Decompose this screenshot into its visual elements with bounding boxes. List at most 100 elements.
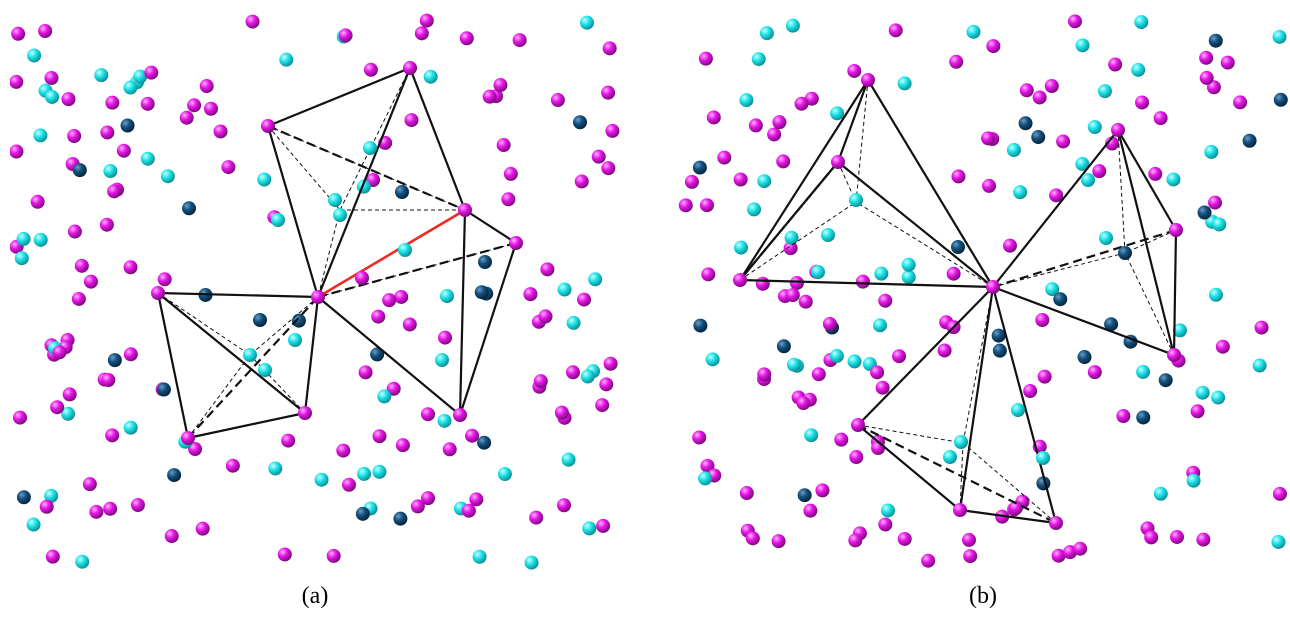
magenta-atom — [403, 61, 417, 75]
magenta-atom — [277, 547, 292, 562]
navy-atom — [1158, 373, 1173, 388]
cyan-atom — [1097, 84, 1112, 99]
magenta-atom — [706, 110, 721, 125]
cyan-atom — [873, 318, 888, 333]
magenta-atom — [82, 477, 97, 492]
magenta-atom — [39, 499, 54, 514]
magenta-atom — [181, 431, 195, 445]
magenta-atom — [363, 62, 378, 77]
cyan-atom — [943, 450, 957, 464]
cyan-atom — [1208, 287, 1223, 302]
magenta-atom — [496, 138, 511, 153]
magenta-atom — [811, 367, 826, 382]
magenta-atom — [188, 442, 203, 457]
cyan-atom — [435, 353, 449, 367]
magenta-atom — [371, 309, 386, 324]
cyan-atom — [849, 193, 863, 207]
magenta-atom — [540, 262, 555, 277]
navy-atom — [1104, 317, 1119, 332]
magenta-atom — [855, 274, 870, 289]
cyan-atom — [103, 164, 118, 179]
solid-edge — [992, 129, 1119, 288]
magenta-atom — [105, 428, 120, 443]
panel-b-svg — [678, 14, 1288, 568]
cyan-atom — [786, 357, 801, 372]
cyan-atom — [1172, 323, 1187, 338]
solid-edge — [739, 79, 869, 281]
magenta-atom — [822, 316, 837, 331]
magenta-atom — [1169, 223, 1183, 237]
magenta-atom — [67, 224, 82, 239]
magenta-atom — [878, 517, 893, 532]
cyan-atom — [874, 266, 889, 281]
magenta-atom — [493, 78, 508, 93]
cyan-atom — [847, 354, 862, 369]
cyan-atom — [580, 15, 595, 30]
magenta-atom — [776, 154, 791, 169]
magenta-atom — [311, 290, 325, 304]
solid-edge — [157, 292, 306, 414]
cyan-atom — [268, 461, 283, 476]
magenta-atom — [1144, 530, 1159, 545]
magenta-atom — [89, 504, 104, 519]
solid-edge — [867, 79, 994, 288]
magenta-atom — [1023, 384, 1038, 399]
cyan-atom — [1204, 144, 1219, 159]
cyan-atom — [1195, 385, 1210, 400]
navy-atom — [355, 506, 370, 521]
cyan-atom — [123, 420, 138, 435]
magenta-atom — [45, 549, 60, 564]
magenta-atom — [565, 365, 580, 380]
inner-bond-line — [317, 209, 341, 298]
navy-atom — [693, 318, 708, 333]
cyan-atom — [751, 52, 766, 67]
magenta-atom — [71, 291, 86, 306]
navy-atom — [776, 339, 791, 354]
cyan-atom — [784, 230, 799, 245]
cyan-atom — [363, 141, 377, 155]
cyan-atom — [733, 240, 748, 255]
magenta-atom — [341, 477, 356, 492]
magenta-atom — [74, 258, 89, 273]
cyan-atom — [1272, 29, 1287, 44]
magenta-atom — [461, 503, 476, 518]
solid-edge — [303, 296, 320, 414]
magenta-atom — [937, 343, 952, 358]
navy-atom — [107, 353, 122, 368]
solid-edge — [1117, 129, 1177, 231]
magenta-atom — [755, 276, 770, 291]
magenta-atom — [1067, 14, 1082, 29]
magenta-atom — [1111, 123, 1125, 137]
magenta-atom — [1254, 320, 1269, 335]
cyan-atom — [398, 243, 412, 257]
magenta-atom — [796, 396, 811, 411]
magenta-atom — [11, 26, 26, 41]
navy-atom — [797, 488, 812, 503]
cyan-atom — [580, 369, 595, 384]
magenta-atom — [701, 267, 716, 282]
panel-b-structure-view — [678, 10, 1288, 570]
magenta-atom — [404, 113, 419, 128]
magenta-atom — [785, 288, 800, 303]
magenta-atom — [897, 531, 912, 546]
navy-atom — [1077, 350, 1092, 365]
cyan-atom — [75, 554, 90, 569]
magenta-atom — [298, 406, 312, 420]
cyan-atom — [61, 406, 76, 421]
magenta-atom — [963, 549, 978, 564]
magenta-atom — [199, 79, 214, 94]
magenta-atom — [733, 273, 747, 287]
solid-edge — [464, 209, 517, 244]
magenta-atom — [458, 203, 472, 217]
magenta-atom — [414, 26, 429, 41]
magenta-atom — [849, 450, 864, 465]
navy-atom — [477, 435, 492, 450]
inner-bond-line — [992, 252, 1126, 288]
cyan-atom — [759, 26, 774, 41]
inner-bond-line — [962, 286, 994, 444]
magenta-atom — [870, 365, 885, 380]
cyan-atom — [33, 128, 48, 143]
cyan-atom — [561, 452, 576, 467]
magenta-atom — [767, 127, 782, 142]
magenta-atom — [402, 317, 417, 332]
